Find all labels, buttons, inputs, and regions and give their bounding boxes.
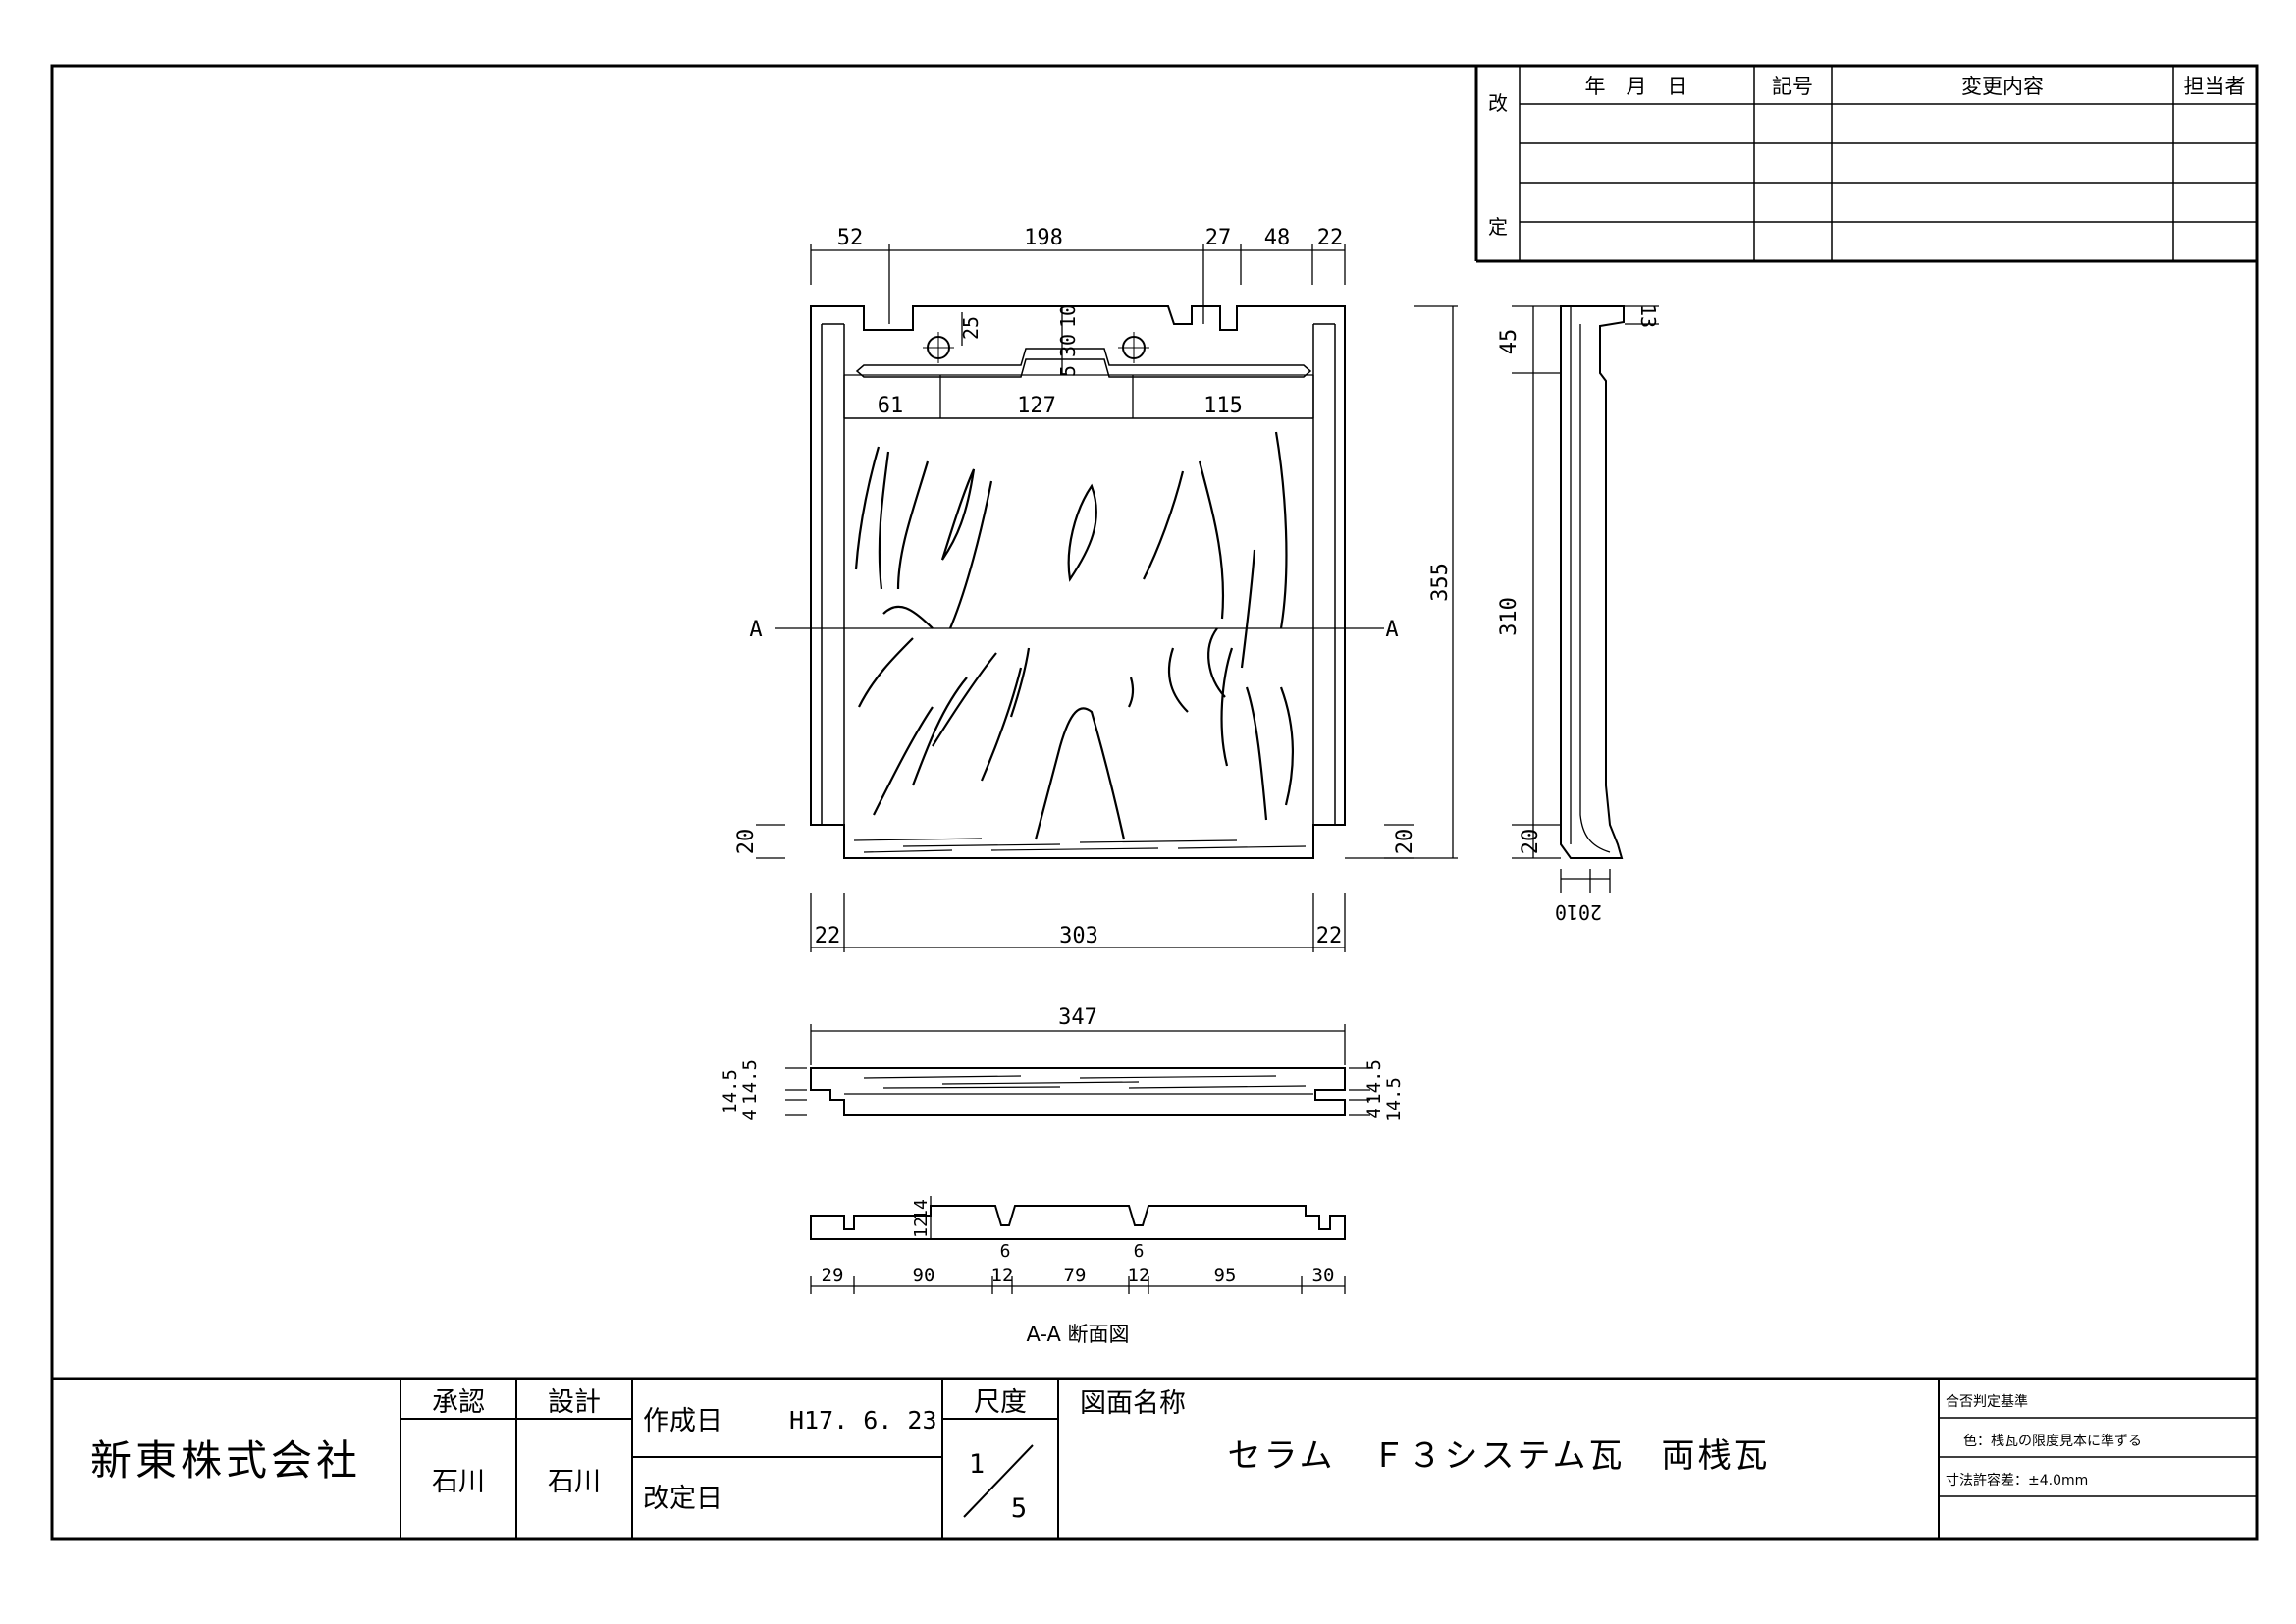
long-section [810,1067,1346,1116]
title-block-grid [52,1377,2257,1539]
revision-side-label-bottom: 定 [1488,215,1508,239]
dim-side-bottom-20: 20 [1578,900,1602,924]
dim-thick-left-4: 4 [739,1110,761,1120]
side-view-dimension-texts: 45 310 13 20 20 10 [1497,304,1660,924]
section-caption: A-A 断面図 [1026,1323,1129,1346]
long-section-dimension-texts: 347 14.5 14.5 4 4 14.5 14.5 [720,1005,1405,1122]
dim-inner-127: 127 [1017,394,1056,418]
dim-profile-90: 90 [913,1265,935,1286]
dim-side-bottom-10: 10 [1555,900,1578,924]
dim-bottom-303: 303 [1059,924,1098,948]
criteria-color: 色：桟瓦の限度見本に準ずる [1963,1433,2142,1449]
revised-label: 改定日 [643,1484,722,1514]
long-section-dimension-lines [785,1024,1370,1116]
scale-label: 尺度 [974,1387,1027,1418]
revision-header-person: 担当者 [2184,75,2246,98]
dim-profile-groove-6-left: 6 [1000,1241,1011,1262]
section-mark-left: A [749,618,762,642]
plan-dimension-lines [756,244,1458,952]
dim-bottom-22-right: 22 [1316,924,1343,948]
created-date: H17. 6. 23 [789,1406,937,1435]
dim-left-20: 20 [734,829,759,855]
company-name: 新東株式会社 [90,1436,361,1485]
dim-profile-30: 30 [1312,1265,1335,1286]
scale-denominator: 5 [1011,1493,1027,1524]
dim-side-45: 45 [1497,329,1522,355]
scale-numerator: 1 [969,1449,985,1480]
profile-dimension-lines [810,1196,1346,1294]
drawing-name: セラム Ｆ３システム瓦 両桟瓦 [1228,1436,1771,1476]
dim-inner-61: 61 [878,394,904,418]
section-mark-right: A [1385,618,1398,642]
dim-side-310: 310 [1497,597,1522,636]
dim-thick-right-4: 4 [1363,1108,1385,1118]
design-label: 設計 [548,1387,601,1418]
dim-profile-79: 79 [1064,1265,1087,1286]
dim-height-355: 355 [1428,563,1453,602]
dim-profile-groove-6-right: 6 [1134,1241,1145,1262]
dim-right-20: 20 [1393,829,1417,855]
side-view-dimension-lines [1512,305,1659,893]
dim-profile-12a: 12 [991,1265,1014,1286]
dim-profile-29: 29 [822,1265,844,1286]
drawing-name-label: 図面名称 [1080,1388,1186,1419]
criteria-title: 合否判定基準 [1946,1393,2028,1410]
plan-view [775,305,1384,859]
dim-thick-right-outer: 14.5 [1383,1077,1405,1122]
created-label: 作成日 [643,1406,722,1436]
dim-thick-left-inner: 14.5 [739,1059,761,1105]
dim-hole-30: 30 [1056,334,1080,357]
dim-thick-left-outer: 14.5 [720,1069,741,1114]
dim-profile-12: 12 [911,1217,932,1238]
dim-top-52: 52 [837,226,864,250]
criteria-tolerance: 寸法許容差：±4.0mm [1946,1472,2088,1489]
dim-profile-95: 95 [1214,1265,1237,1286]
dim-hole-25: 25 [959,316,983,340]
revision-table [1474,66,2257,263]
dim-length-347: 347 [1058,1005,1097,1030]
side-view [1560,305,1625,859]
profile-section [810,1205,1346,1240]
dim-hole-10: 10 [1056,304,1080,328]
dim-top-48: 48 [1264,226,1291,250]
dim-side-13: 13 [1636,304,1660,328]
revision-header-content: 変更内容 [1961,75,2044,98]
dim-inner-115: 115 [1203,394,1243,418]
dim-top-27: 27 [1205,226,1232,250]
dim-top-198: 198 [1024,226,1063,250]
plan-dimension-texts: 52 198 27 48 22 61 127 115 25 10 30 5 35… [734,226,1453,948]
revision-header-code: 記号 [1772,75,1813,98]
dim-profile-12b: 12 [1128,1265,1150,1286]
sheet-frame [50,64,2259,1541]
design-name: 石川 [548,1467,601,1497]
dim-side-20: 20 [1519,829,1543,855]
revision-side-label-top: 改 [1488,91,1508,115]
revision-header-date: 年 月 日 [1585,75,1688,98]
dim-thick-right-inner: 14.5 [1363,1059,1385,1105]
dim-profile-14: 14 [911,1199,932,1220]
approval-name: 石川 [432,1467,485,1497]
approval-label: 承認 [432,1387,485,1418]
dim-hole-5: 5 [1056,365,1080,377]
profile-dimension-texts: 12 14 6 6 29 90 12 79 12 95 30 A-A 断面図 [822,1199,1335,1346]
dim-bottom-22-left: 22 [815,924,841,948]
dim-top-22: 22 [1317,226,1344,250]
